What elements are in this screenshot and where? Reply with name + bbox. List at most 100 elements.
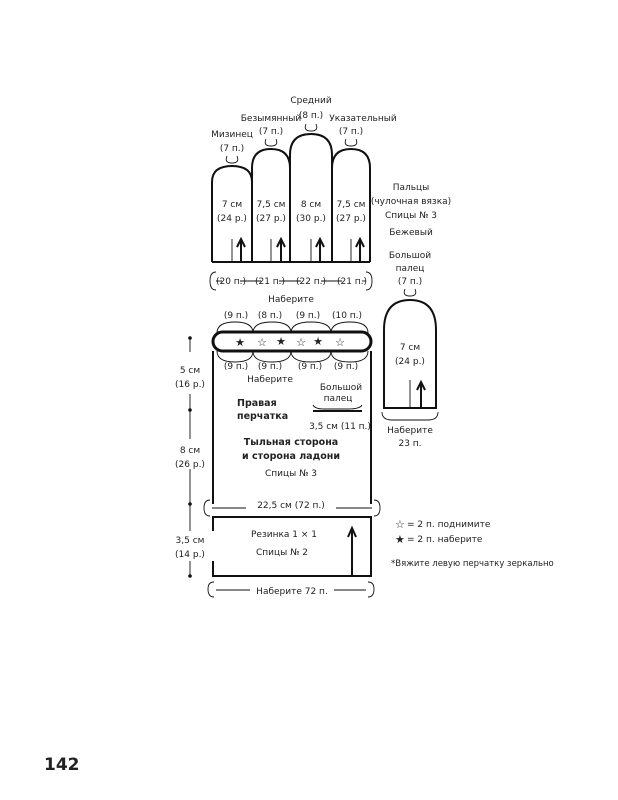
finger-top-gather (225, 155, 239, 164)
star-filled-icon: ★ (395, 533, 405, 546)
finger-join-arc (290, 321, 332, 334)
ribbing-cuff (212, 516, 372, 577)
finger-top-gather (344, 138, 358, 147)
finger-top-stitches: (8 п.) (299, 111, 323, 121)
finger-height-cm: 7 см (222, 200, 242, 210)
height-cm: 5 см (180, 366, 200, 376)
glove-title-2: перчатка (237, 411, 288, 422)
thumb-direction-arrow (416, 379, 426, 408)
palm-sides-title-2: и сторона ладони (242, 451, 340, 462)
thumb-height-cm: 7 см (400, 343, 420, 353)
thumb-opening: Большой палец 3,5 см (11 п.) (309, 383, 371, 432)
thumb-outline (383, 298, 437, 409)
legend: ☆ = 2 п. поднимите ★ = 2 п. наберите *Вя… (391, 518, 554, 569)
finger-join-arc (216, 321, 254, 334)
finger-join-arc (252, 350, 292, 363)
cuff-cast-on-measure: Наберите 72 п. (207, 581, 375, 598)
finger-direction-arrow (355, 236, 365, 262)
palm-width-bracket (203, 499, 381, 517)
finger-direction-arrow (315, 236, 325, 262)
hand-outline (212, 351, 372, 504)
finger-join-arc (252, 321, 292, 334)
finger-pinky: Мизинец (7 п.) 7 см (24 р.) (20 п.) (211, 130, 253, 287)
palm-cast-on-top: Наберите (9 п.) (8 п.) (9 п.) (10 п.) (216, 295, 369, 334)
finger-top-gather (264, 138, 278, 147)
height-measures: 5 см (16 р.) 8 см (26 р.) 3,5 см (14 р.) (164, 336, 216, 578)
finger-direction-arrow (236, 236, 246, 262)
height-rows: (16 р.) (175, 380, 205, 390)
glove-title: Правая (237, 398, 277, 409)
fingers-technique: (чулочная вязка) (371, 197, 451, 207)
joining-round (211, 330, 373, 353)
thumb-cast-on: Наберите (387, 426, 433, 436)
height-marker (188, 502, 192, 506)
finger-join-arc (290, 350, 332, 363)
top-count: (9 п.) (224, 311, 248, 321)
finger-join-arc (216, 350, 254, 363)
thumb-top-gather (403, 288, 417, 297)
finger-height-cm: 7,5 см (337, 200, 366, 210)
height-label-bg (164, 531, 216, 561)
ribbing-needles: Спицы № 2 (256, 548, 308, 558)
thumb-opening-label-2: палец (324, 394, 353, 404)
finger-height-rows: (30 р.) (296, 214, 326, 224)
finger-base-stitches: (22 п.) (296, 277, 326, 287)
joining-round-markers: ★ ☆ ★ ☆ ★ ☆ (235, 335, 345, 349)
palm-cast-on-bottom: (9 п.) (9 п.) (9 п.) (9 п.) Наберите (216, 350, 369, 385)
thumb-height-rows: (24 р.) (395, 357, 425, 367)
ribbing-name: Резинка 1 × 1 (251, 530, 317, 540)
bottom-count: (9 п.) (258, 362, 282, 372)
thumb-piece: Большой палец (7 п.) 7 см (24 р.) Набери… (381, 251, 439, 449)
finger-join-arc (330, 321, 369, 334)
star-outline-icon: ☆ (296, 336, 306, 349)
finger-base-stitches: (21 п.) (255, 277, 285, 287)
star-outline-icon: ☆ (257, 336, 267, 349)
height-cm: 3,5 см (176, 536, 205, 546)
bottom-count: (9 п.) (334, 362, 358, 372)
knitting-direction-arrow (347, 525, 357, 576)
thumb-name-2: палец (396, 264, 425, 274)
palm-cast-on-label: Наберите (268, 295, 314, 305)
legend-pick-up: = 2 п. поднимите (407, 520, 491, 530)
fingers-title: Пальцы (393, 183, 430, 193)
thumb-opening-width: 3,5 см (11 п.) (309, 422, 371, 432)
palm-width-measure: 22,5 см (72 п.) (203, 499, 381, 517)
thumb-top-stitches: (7 п.) (398, 277, 422, 287)
cuff-cast-on-bracket (207, 581, 375, 598)
finger-top-gather (304, 123, 318, 132)
bottom-count: (9 п.) (298, 362, 322, 372)
thumb-opening-brace (312, 404, 363, 410)
palm-cast-on-label: Наберите (247, 375, 293, 385)
star-filled-icon: ★ (313, 335, 323, 348)
height-label-bg (170, 360, 210, 390)
fingers-base-bracket (209, 271, 373, 291)
legend-cast-on: = 2 п. наберите (407, 535, 483, 545)
thumb-opening-label: Большой (320, 383, 362, 393)
finger-direction-arrow (276, 236, 286, 262)
finger-middle: Средний (8 п.) 8 см (30 р.) (22 п.) (289, 96, 333, 287)
height-marker (188, 336, 192, 340)
height-marker (188, 574, 192, 578)
fingers-needles: Спицы № 3 (385, 211, 437, 221)
height-cm: 8 см (180, 446, 200, 456)
finger-name: Безымянный (241, 114, 302, 124)
finger-join-arc (330, 350, 369, 363)
fingers-color: Бежевый (389, 228, 433, 238)
height-rows: (14 р.) (175, 550, 205, 560)
page-number: 142 (44, 755, 80, 775)
height-label-bg (168, 439, 212, 469)
star-filled-icon: ★ (276, 335, 286, 348)
finger-top-stitches: (7 п.) (220, 144, 244, 154)
thumb-cast-on-count: 23 п. (398, 439, 421, 449)
finger-height-rows: (27 р.) (336, 214, 366, 224)
finger-height-cm: 8 см (301, 200, 321, 210)
finger-top-stitches: (7 п.) (339, 127, 363, 137)
top-count: (10 п.) (332, 311, 362, 321)
palm-sides-title: Тыльная сторона (244, 437, 338, 448)
finger-base-stitches: (20 п.) (216, 277, 246, 287)
finger-index: Указательный (7 п.) 7,5 см (27 р.) (21 п… (329, 114, 397, 287)
height-rows: (26 р.) (175, 460, 205, 470)
star-filled-icon: ★ (235, 336, 245, 349)
cuff-cast-on-label: Наберите 72 п. (256, 587, 328, 597)
